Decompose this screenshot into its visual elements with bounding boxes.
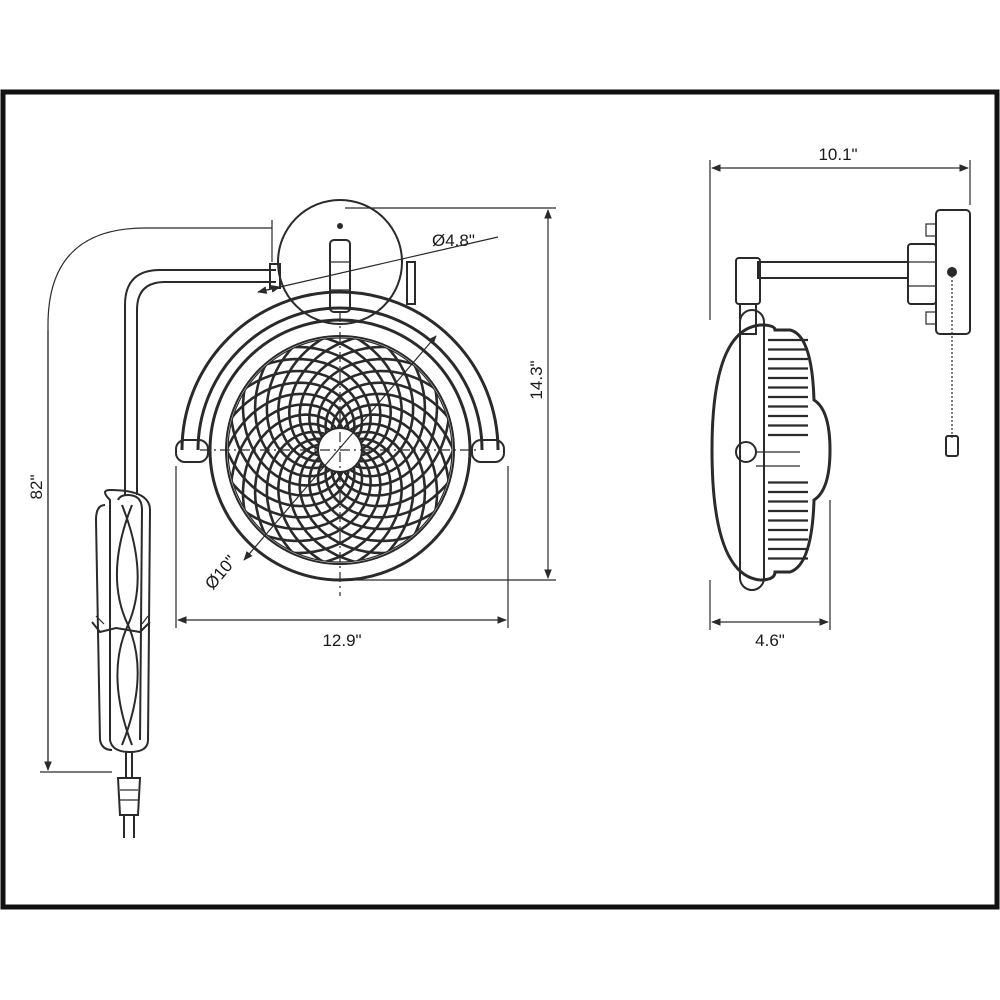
side-depth-label: 10.1" [818,145,857,164]
coiled-cord [91,488,152,754]
mount-diameter-label: Ø4.8" [432,231,475,250]
side-arm [757,261,909,279]
side-grille-fins [768,338,808,560]
cord-length-label: 82" [27,475,46,500]
mount-screw [337,223,343,229]
front-view: 82" Ø4.8" 14.3" Ø10" 12.9" [27,199,556,838]
drawing-frame [0,89,1000,910]
pull-chain-knob [945,435,959,457]
power-plug [116,777,142,816]
grille-diameter-label: Ø10" [201,552,240,593]
wall-mount-plate [277,199,403,325]
mount-bracket [329,239,351,313]
fan-yoke [180,290,500,451]
side-view: 10.1" 4.6" [709,145,971,650]
power-cord [124,269,276,495]
front-width-label: 12.9" [322,631,361,650]
side-width-label: 4.6" [755,631,785,650]
side-fan-body [710,323,761,582]
height-label: 14.3" [527,360,546,399]
